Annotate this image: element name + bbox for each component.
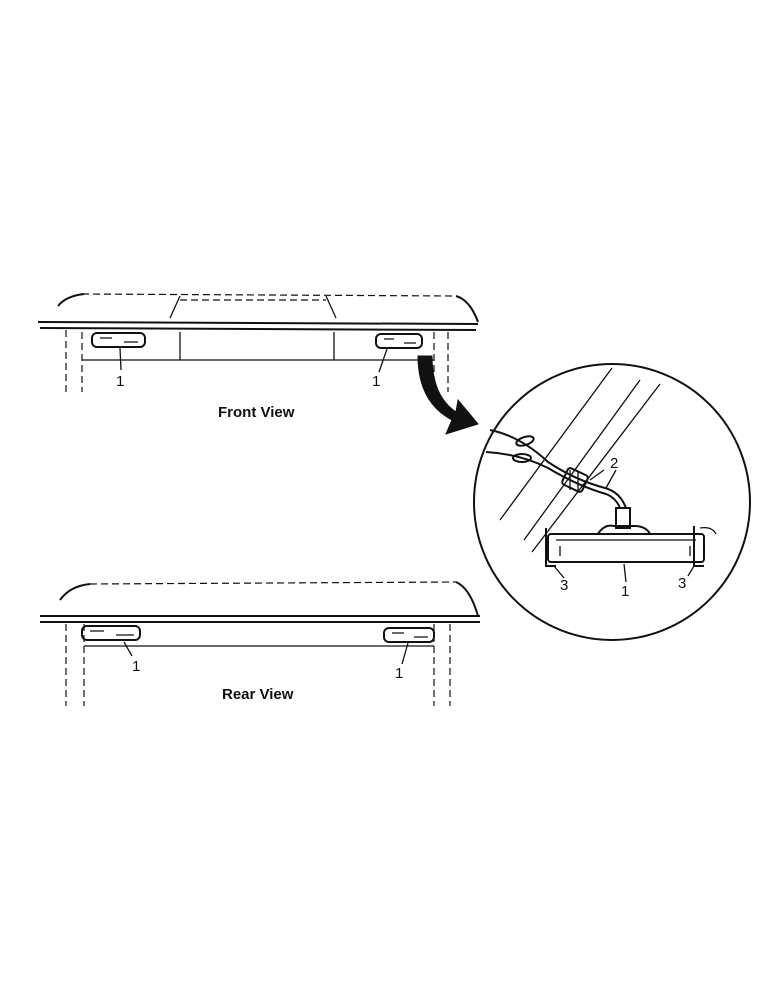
rear-left-lamp-callout: 1 bbox=[132, 658, 140, 675]
detail-pointer-arrow bbox=[417, 355, 479, 435]
detail-lamp-callout: 1 bbox=[621, 583, 629, 600]
rear-left-marker-lamp bbox=[81, 625, 141, 641]
front-left-lamp-callout: 1 bbox=[116, 373, 124, 390]
front-view-title: Front View bbox=[218, 404, 295, 421]
wire-connector bbox=[561, 467, 589, 493]
rear-view-title: Rear View bbox=[222, 686, 294, 703]
front-left-marker-lamp bbox=[91, 332, 146, 348]
detail-marker-lamp bbox=[547, 533, 705, 563]
connector-callout: 2 bbox=[610, 455, 618, 472]
rear-view-drawing bbox=[40, 581, 480, 706]
rear-right-marker-lamp bbox=[383, 627, 435, 643]
front-right-marker-lamp bbox=[375, 333, 423, 349]
front-view-drawing bbox=[37, 293, 479, 392]
front-right-lamp-callout: 1 bbox=[372, 373, 380, 390]
right-clip-callout: 3 bbox=[678, 575, 686, 592]
rear-right-lamp-callout: 1 bbox=[395, 665, 403, 682]
lamp-detail-view bbox=[473, 363, 751, 641]
wire-terminal-lower bbox=[512, 453, 532, 463]
wire-terminal-upper bbox=[515, 435, 535, 447]
left-clip-callout: 3 bbox=[560, 577, 568, 594]
